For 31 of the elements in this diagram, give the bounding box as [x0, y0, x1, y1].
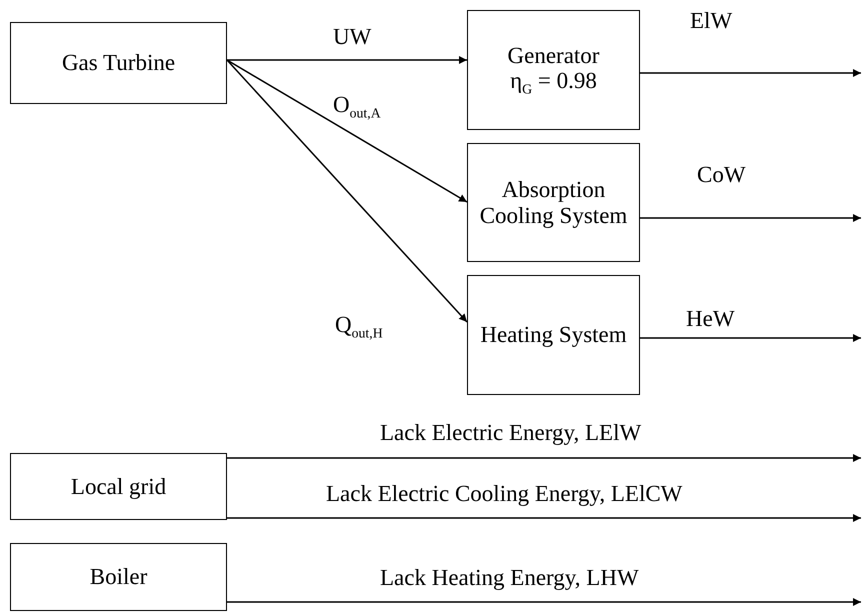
- generator-box: [467, 10, 640, 130]
- arrow: [227, 56, 467, 64]
- arrow: [227, 454, 861, 462]
- arrow: [227, 598, 861, 606]
- edge-label: ElW: [690, 8, 732, 34]
- node-label: Boiler: [90, 564, 148, 590]
- turbine-box: [10, 22, 227, 104]
- grid-box: [10, 453, 227, 520]
- edge-label: CoW: [697, 162, 746, 188]
- edge-label: Q$_{out,H}$: [335, 312, 383, 341]
- arrow: [226, 60, 468, 322]
- arrow: [640, 214, 861, 222]
- boiler-box: [10, 543, 227, 611]
- edge-label: Lack Electric Cooling Energy, LElCW: [326, 481, 682, 506]
- node-label: Gas Turbine: [62, 50, 176, 76]
- node-label: Local grid: [70, 474, 166, 500]
- edge-label: Lack Heating Energy, LHW: [380, 565, 639, 590]
- node-label: Heating System: [480, 322, 627, 348]
- arrow: [640, 69, 861, 77]
- edge-label: UW: [333, 24, 372, 50]
- cooling-system-box: [467, 143, 640, 262]
- edge-label: O$_{out,A}$: [333, 92, 381, 121]
- arrow: [226, 59, 468, 203]
- node-label: Generator: [508, 42, 600, 68]
- node-label: Absorption Cooling System: [478, 177, 628, 228]
- heating-system-box: [467, 275, 640, 395]
- arrow: [227, 514, 861, 522]
- node-label: η$_{G}$ = 0.98: [510, 68, 597, 98]
- edge-label: HeW: [686, 306, 735, 332]
- edge-label: Lack Electric Energy, LElW: [380, 420, 642, 446]
- arrow: [640, 334, 861, 342]
